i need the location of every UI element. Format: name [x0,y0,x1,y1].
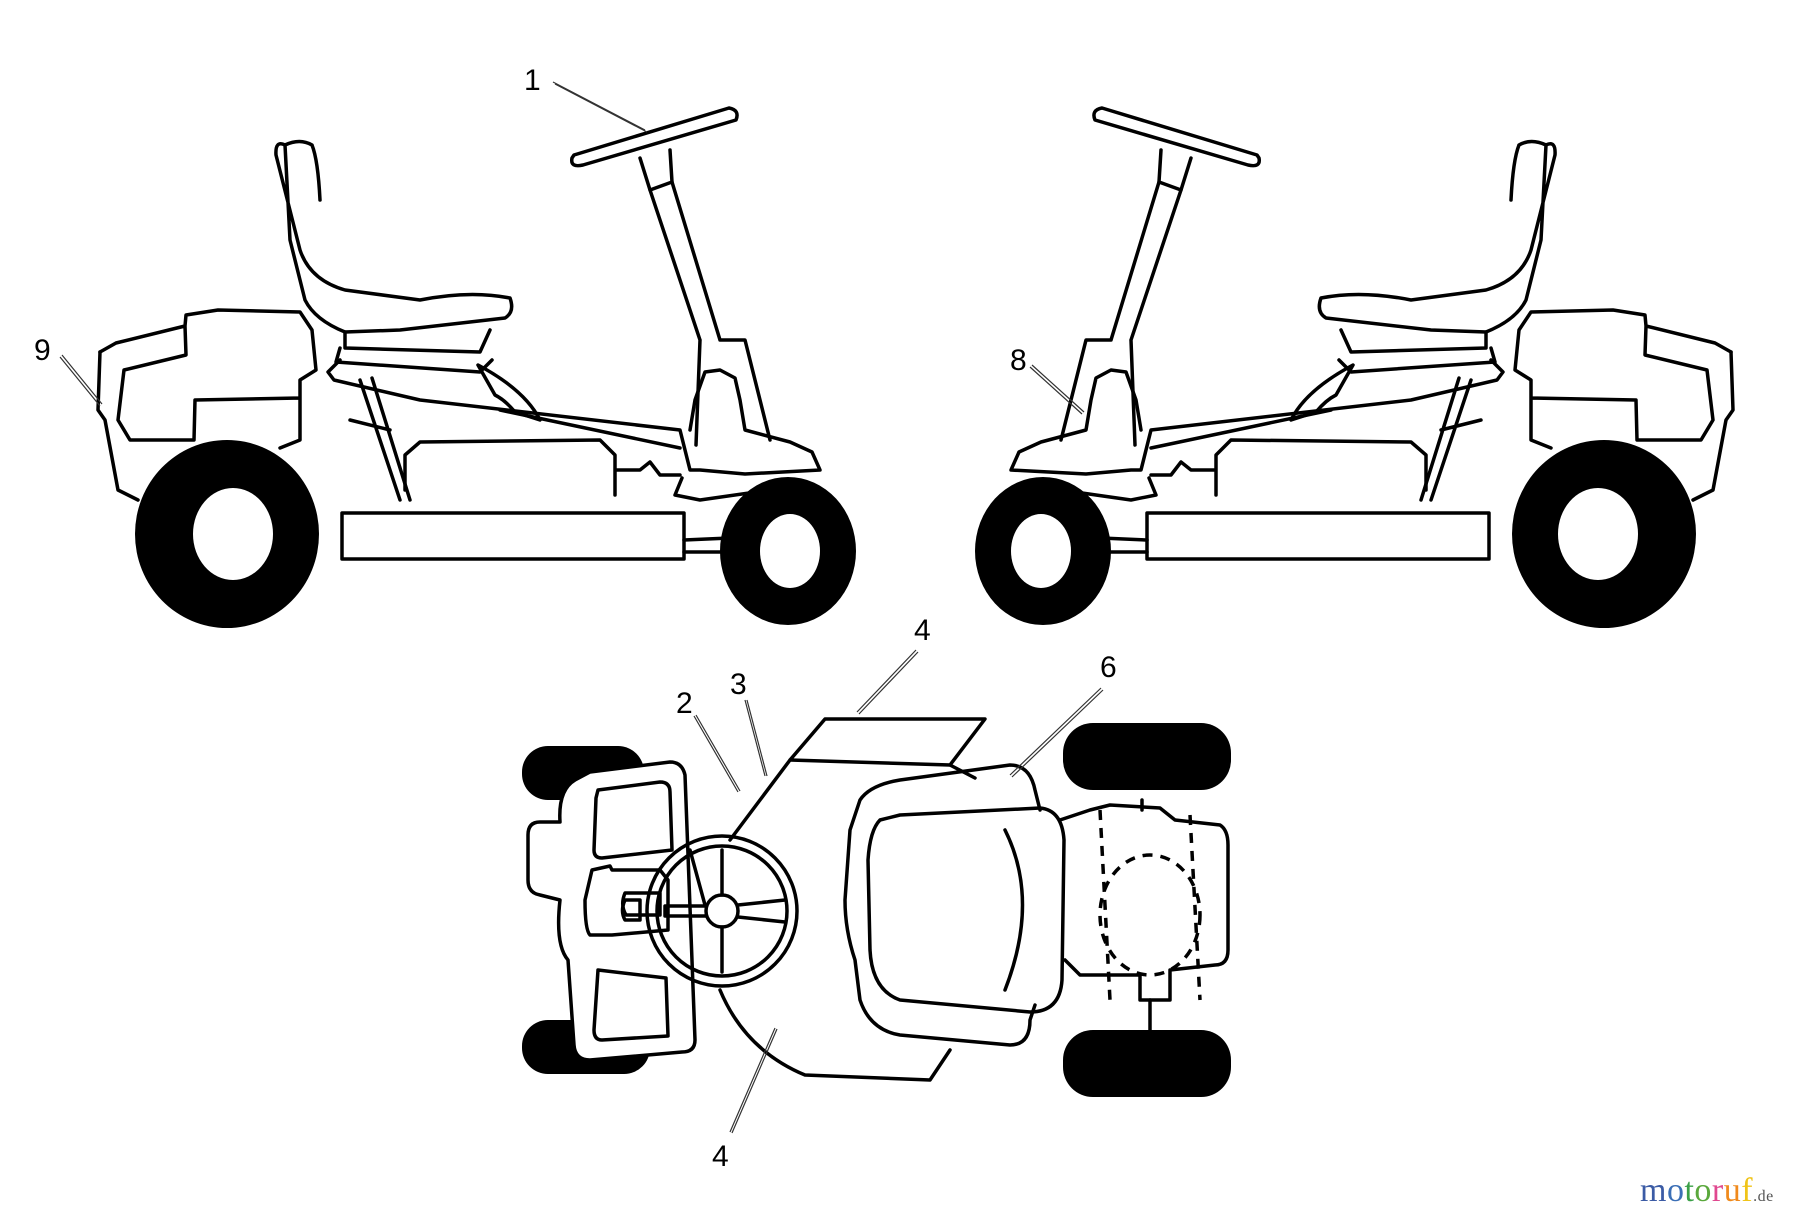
right-side-view [975,106,1735,628]
rear-hood [98,308,318,450]
callout-8: 8 [1010,344,1027,377]
callout-9: 9 [34,334,51,367]
leader-1 [552,81,648,133]
callout-1: 1 [524,64,541,97]
rear-right-wheel [1063,1030,1231,1097]
watermark-letter: r [1711,1172,1724,1209]
callout-4-top: 4 [914,614,931,647]
frame [326,358,822,476]
front-bumper [526,760,697,1062]
watermark-letter: f [1741,1172,1754,1209]
top-view [522,717,1231,1097]
watermark-suffix: .de [1753,1188,1774,1205]
callout-4-bottom: 4 [712,1140,729,1173]
callout-3: 3 [730,668,747,701]
leader-9 [59,354,103,407]
rear-left-wheel [1063,723,1231,790]
callout-labels: 1 9 8 4 3 2 6 4 [34,64,1117,1173]
steering-wheel [569,106,739,192]
footplate [788,717,987,767]
leader-4-top [856,649,919,715]
watermark-letter: o [1666,1172,1685,1209]
callout-2: 2 [676,687,693,720]
leader-6 [1009,687,1104,778]
seat [866,806,1066,1014]
watermark-letter: o [1694,1172,1712,1209]
callout-leaders [59,81,1104,1134]
engine-outline-dashed [1098,809,1202,1001]
watermark-logo: motoruf.de [1640,1172,1774,1210]
engine [1058,803,1230,1002]
deck-housing [403,438,682,497]
seat [274,139,514,334]
watermark-letter: m [1640,1172,1667,1209]
seat-area [843,763,1042,1047]
leader-2 [693,714,741,793]
steering-wheel-top [645,834,799,988]
steering-column [648,180,772,447]
leader-8 [1029,364,1085,415]
watermark-letter: u [1723,1172,1742,1209]
deck [340,511,686,561]
left-side-view [96,106,856,628]
leader-4-bottom [729,1027,778,1134]
callout-6: 6 [1100,651,1117,684]
leader-3 [744,699,768,777]
watermark-letter: t [1684,1172,1695,1209]
